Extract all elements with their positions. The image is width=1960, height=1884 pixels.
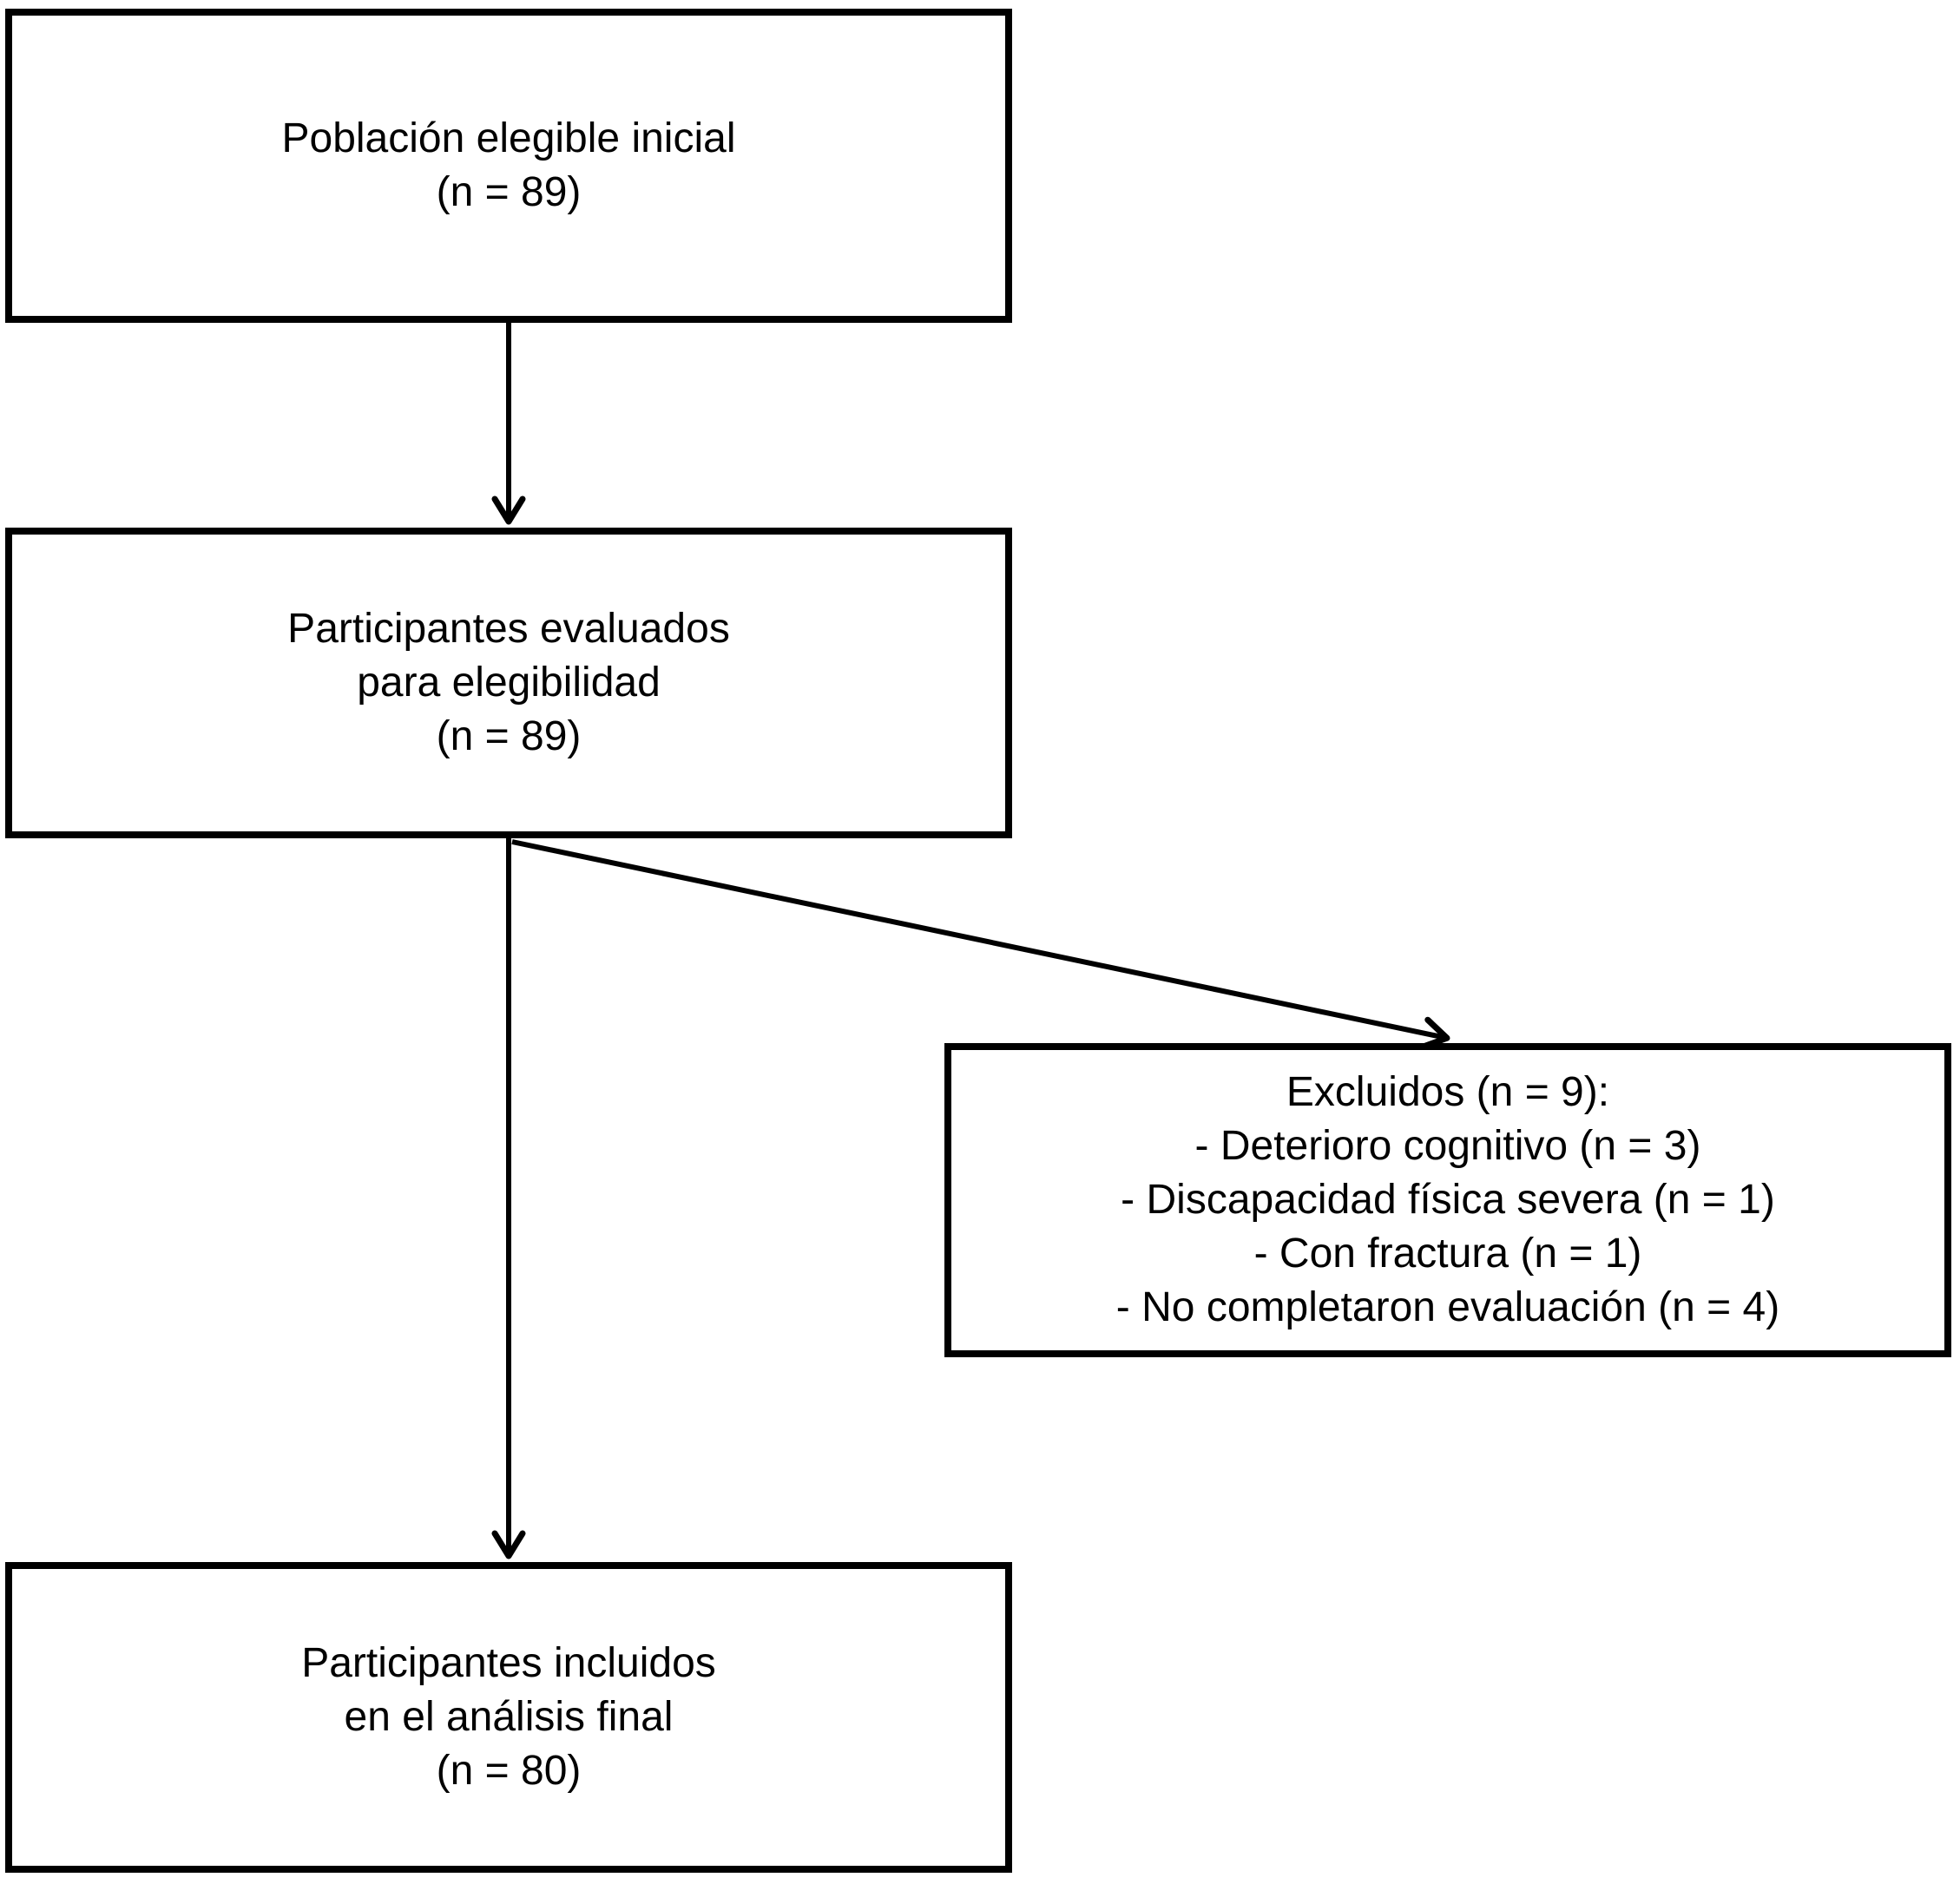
flow-box-assessed-for-eligibility: Participantes evaluados para elegibilida…: [5, 528, 1012, 838]
box-line: (n = 80): [436, 1748, 582, 1794]
box-line: en el análisis final: [344, 1694, 674, 1740]
box-line: - No completaron evaluación (n = 4): [1115, 1284, 1780, 1330]
box-line: (n = 89): [436, 713, 582, 759]
box-line: (n = 89): [436, 169, 582, 215]
box-line: - Con fractura (n = 1): [1253, 1231, 1642, 1277]
box-line: Participantes incluidos: [301, 1640, 716, 1686]
box-line: Excluidos (n = 9):: [1286, 1069, 1610, 1115]
box-line: - Discapacidad física severa (n = 1): [1121, 1177, 1775, 1223]
flow-box-initial-population: Población elegible inicial (n = 89): [5, 9, 1012, 323]
box-line: para elegibilidad: [357, 660, 661, 706]
flow-box-excluded: Excluidos (n = 9): - Deterioro cognitivo…: [944, 1043, 1951, 1357]
box-line: Participantes evaluados: [287, 606, 730, 652]
box-line: Población elegible inicial: [281, 115, 736, 161]
arrow-assessed-to-excluded: [511, 839, 1450, 1051]
box-line: - Deterioro cognitivo (n = 3): [1194, 1123, 1701, 1169]
flow-box-final-analysis: Participantes incluidos en el análisis f…: [5, 1562, 1012, 1873]
